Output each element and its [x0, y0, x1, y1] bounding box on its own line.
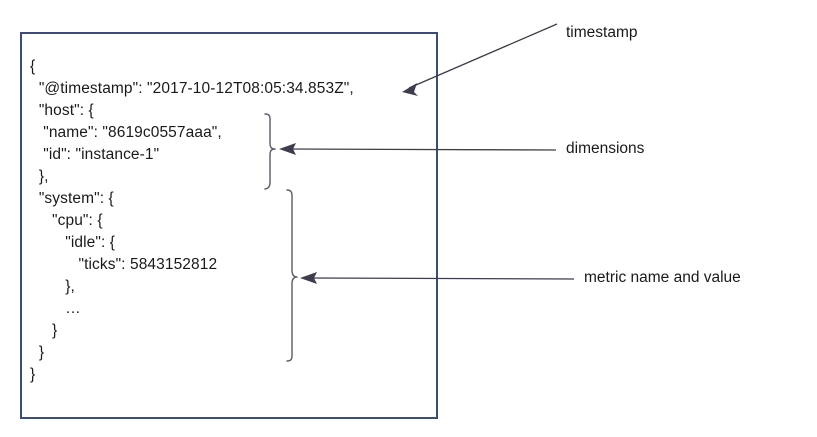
annotation-label-dimensions: dimensions [566, 140, 645, 157]
annotation-label-timestamp: timestamp [566, 24, 638, 41]
json-document-box: { "@timestamp": "2017-10-12T08:05:34.853… [20, 32, 438, 419]
json-document-text: { "@timestamp": "2017-10-12T08:05:34.853… [30, 58, 354, 383]
annotation-label-metric: metric name and value [584, 269, 741, 286]
